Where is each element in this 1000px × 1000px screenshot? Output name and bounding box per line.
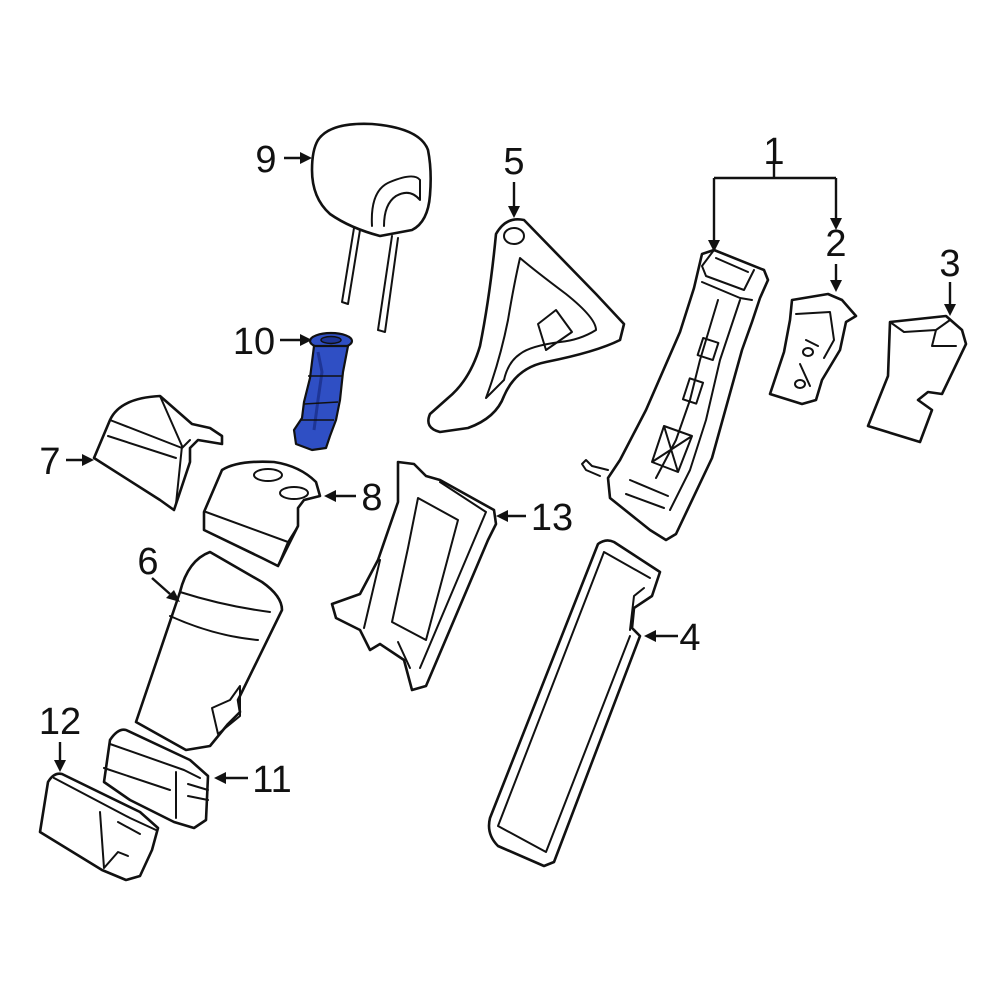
callout-2: 2 (825, 223, 846, 265)
callout-5: 5 (503, 141, 524, 183)
part-11-latch-cover[interactable] (102, 728, 210, 830)
callout-10: 10 (233, 321, 275, 363)
part-9-headrest[interactable] (310, 122, 432, 333)
part-12-end-cap[interactable] (38, 772, 160, 882)
guide-body (292, 344, 350, 452)
callout-4: 4 (679, 617, 700, 659)
callout-11: 11 (252, 759, 291, 801)
part-8-trim[interactable] (202, 460, 322, 568)
part-13-pad[interactable] (330, 460, 498, 692)
callout-12: 12 (39, 701, 81, 743)
callout-8: 8 (361, 477, 382, 519)
callout-9: 9 (255, 139, 276, 181)
callout-labels: 1 2 3 4 5 6 7 8 9 10 11 12 13 (39, 131, 961, 801)
part-2-small-bracket[interactable] (768, 292, 858, 406)
part-4-long-panel[interactable] (487, 539, 662, 868)
callout-1: 1 (763, 131, 784, 173)
part-6-cushion[interactable] (134, 550, 284, 752)
callout-3: 3 (939, 243, 960, 285)
callout-13: 13 (531, 497, 573, 539)
part-10-headrest-guide[interactable] (292, 331, 354, 452)
leader-lines (54, 152, 956, 784)
part-3-side-panel[interactable] (866, 314, 968, 444)
callout-6: 6 (137, 541, 158, 583)
callout-7: 7 (39, 441, 60, 483)
part-7-cover[interactable] (92, 394, 224, 512)
part-5-bracket[interactable] (427, 218, 626, 434)
part-1-frame-rail[interactable] (581, 248, 770, 542)
